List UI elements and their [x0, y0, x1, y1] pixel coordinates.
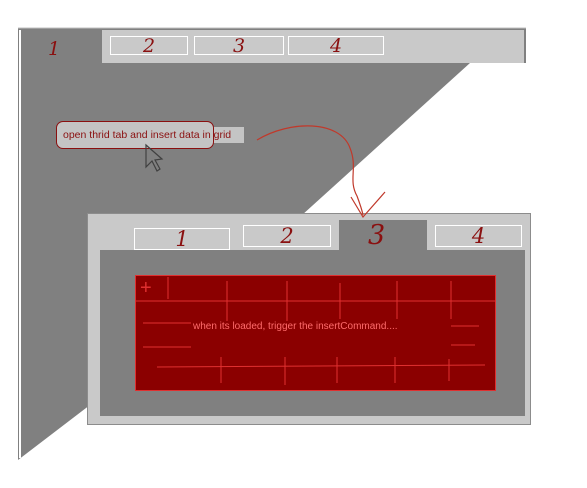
window1-tab-1[interactable]: 1 [48, 38, 61, 60]
grid-message: when its loaded, trigger the insertComma… [193, 321, 398, 332]
window2-tab-2[interactable]: 2 [243, 225, 331, 247]
window1-tab-bar: 2 3 4 [102, 30, 524, 63]
window1-tab-3[interactable]: 3 [194, 36, 284, 56]
window2-tab-3[interactable]: 3 [368, 220, 386, 251]
window1-tab-4[interactable]: 4 [288, 36, 384, 56]
data-grid[interactable] [135, 275, 496, 391]
add-row-icon[interactable]: + [140, 277, 152, 299]
cursor-icon [145, 143, 164, 172]
window2-tab-4[interactable]: 4 [435, 225, 522, 247]
window2-tab-1[interactable]: 1 [134, 228, 230, 250]
note-tail [212, 127, 244, 143]
window2-tab-3-active[interactable] [339, 220, 427, 251]
grid-lines [135, 277, 496, 385]
instruction-note: open thrid tab and insert data in grid [56, 121, 231, 149]
window1-tab-2[interactable]: 2 [110, 36, 188, 56]
